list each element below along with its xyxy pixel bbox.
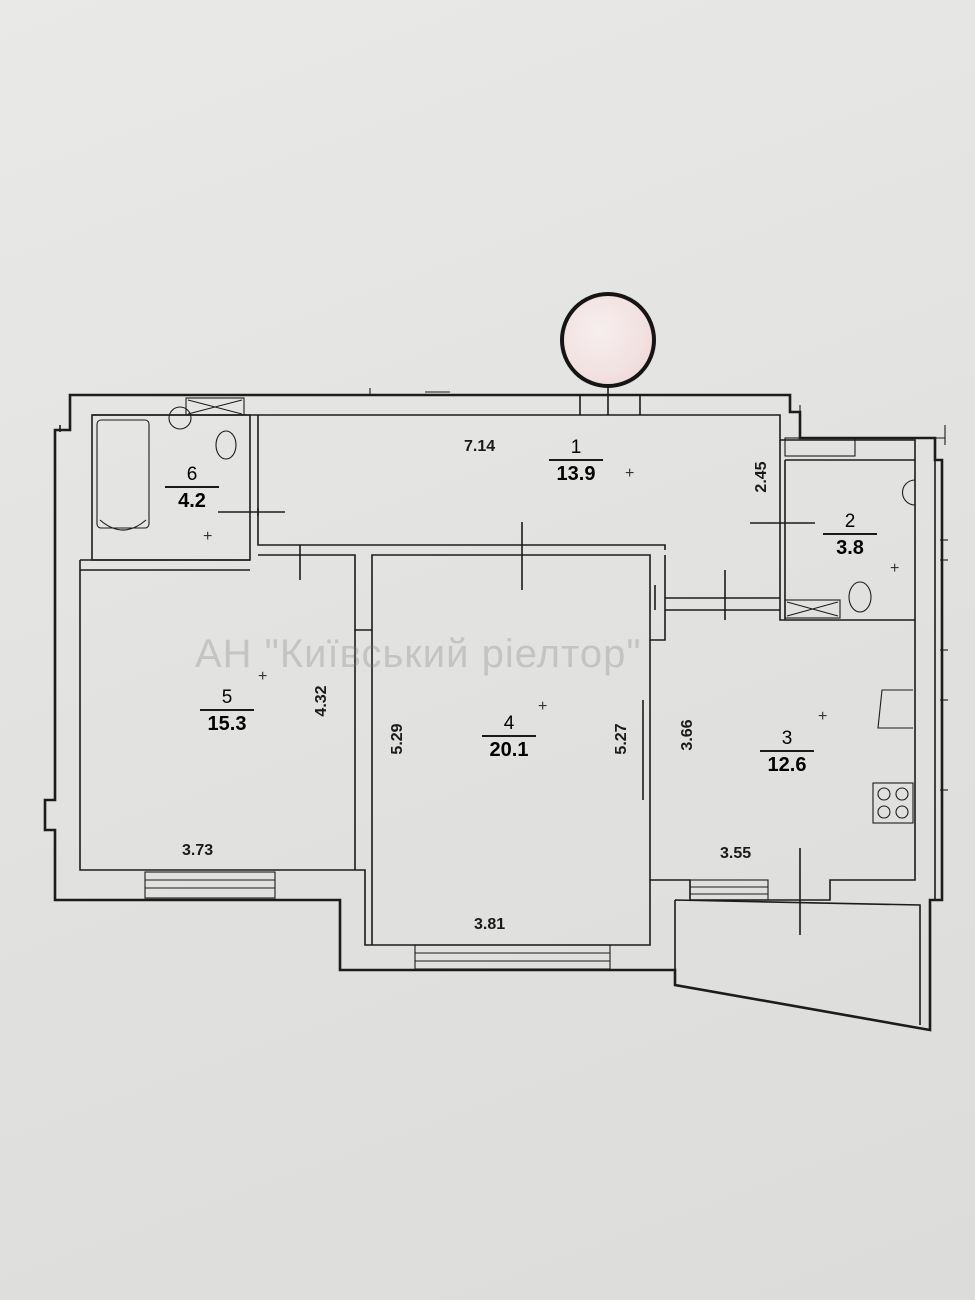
dim-room5-depth: 4.32 xyxy=(313,685,330,717)
room-3-label: 3 12.6 xyxy=(752,729,822,776)
toilet-6 xyxy=(215,430,237,460)
window-room5 xyxy=(144,871,276,899)
toilet-2 xyxy=(848,581,872,613)
stove xyxy=(872,782,914,824)
sink-2 xyxy=(901,479,916,506)
room-number: 3 xyxy=(781,728,793,749)
room-number: 2 xyxy=(844,511,856,532)
plus-mark: + xyxy=(625,465,635,482)
room-number: 4 xyxy=(503,713,515,734)
dim-room5-width: 3.73 xyxy=(182,842,214,859)
window-room3 xyxy=(689,879,769,901)
round-seal xyxy=(560,292,656,388)
dim-room3-width: 3.55 xyxy=(720,845,752,862)
agency-watermark: АН "Київський ріелтор" xyxy=(195,632,642,676)
dim-room3-depth: 3.66 xyxy=(679,719,696,751)
plus-mark: + xyxy=(258,668,268,685)
room-area: 4.2 xyxy=(178,490,206,512)
room-area: 20.1 xyxy=(489,739,529,761)
entry-door xyxy=(579,395,641,415)
balcony xyxy=(674,899,921,1025)
room-area: 15.3 xyxy=(207,713,247,735)
kitchen-sink xyxy=(877,689,913,729)
dim-room4-width: 3.81 xyxy=(474,916,506,933)
dim-corridor-width: 2.45 xyxy=(753,461,770,493)
plus-mark: + xyxy=(203,528,213,545)
bathtub xyxy=(96,419,150,529)
room-number: 1 xyxy=(570,437,582,458)
room-4-label: 4 20.1 xyxy=(474,714,544,761)
dim-room4-depth-left: 5.29 xyxy=(389,723,406,755)
room-area: 12.6 xyxy=(767,754,807,776)
window-room4 xyxy=(414,944,611,970)
dim-room4-depth-right: 5.27 xyxy=(613,723,630,755)
vent-6 xyxy=(185,397,245,416)
room-1-label: 1 13.9 xyxy=(541,438,611,485)
sink-6 xyxy=(168,406,192,430)
vent-2 xyxy=(784,437,856,457)
room-2-label: 2 3.8 xyxy=(815,512,885,559)
door-ticks xyxy=(59,425,815,935)
dim-corridor-length: 7.14 xyxy=(464,438,496,455)
room-5-label: 5 15.3 xyxy=(192,688,262,735)
outer-wall xyxy=(43,393,944,1032)
room5-partition xyxy=(80,559,373,945)
kitchen-wall xyxy=(642,597,780,880)
plus-mark: + xyxy=(890,560,900,577)
room-area: 13.9 xyxy=(556,463,596,485)
wc-walls xyxy=(779,440,915,621)
plus-mark: + xyxy=(538,698,548,715)
room-6-label: 6 4.2 xyxy=(157,465,227,512)
facade-right xyxy=(934,460,948,900)
room-area: 3.8 xyxy=(836,537,864,559)
plus-mark: + xyxy=(818,708,828,725)
room-number: 6 xyxy=(186,464,198,485)
room-number: 5 xyxy=(221,687,233,708)
corridor-partition xyxy=(257,415,666,641)
